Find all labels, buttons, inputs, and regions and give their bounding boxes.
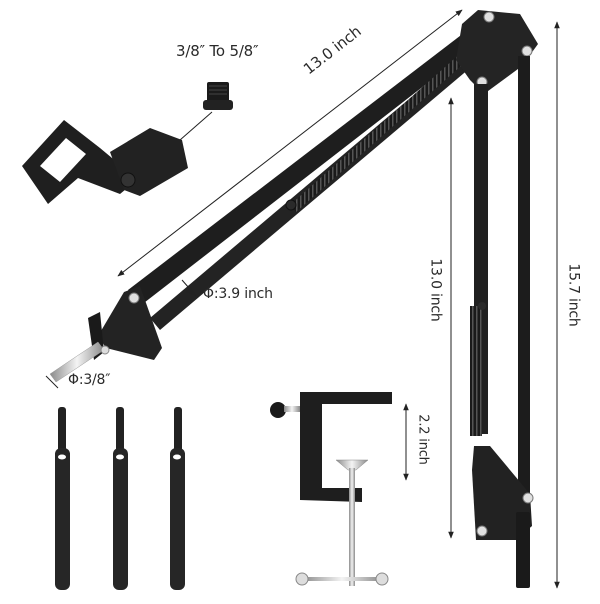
lower-arm-height-label: 13.0 inch: [427, 258, 444, 322]
tube-diameter-marker: [181, 279, 197, 297]
arm-length-dimension-line: [117, 9, 463, 277]
mic-clip: [22, 120, 188, 204]
screw-diameter-marker: [45, 375, 59, 389]
desk-clamp: [270, 392, 392, 586]
total-height-label: 15.7 inch: [565, 263, 582, 327]
mic-screw: [49, 341, 110, 383]
clamp-opening-label: 2.2 inch: [415, 414, 431, 465]
spring-lower-icon: [470, 306, 482, 436]
cable-tie-2: [113, 407, 128, 590]
cable-tie-1: [55, 407, 70, 590]
boom-arm: [49, 10, 538, 588]
tube-diameter-label: Φ:3.9 inch: [203, 286, 273, 302]
adapter-size-label: 3/8″ To 5/8″: [176, 42, 259, 60]
cable-tie-3: [170, 407, 185, 590]
screw-diameter-label: Φ:3/8″: [68, 372, 111, 388]
thread-adapter: [179, 82, 233, 141]
cable-ties: [55, 407, 185, 590]
spring-upper-icon: [290, 34, 488, 212]
